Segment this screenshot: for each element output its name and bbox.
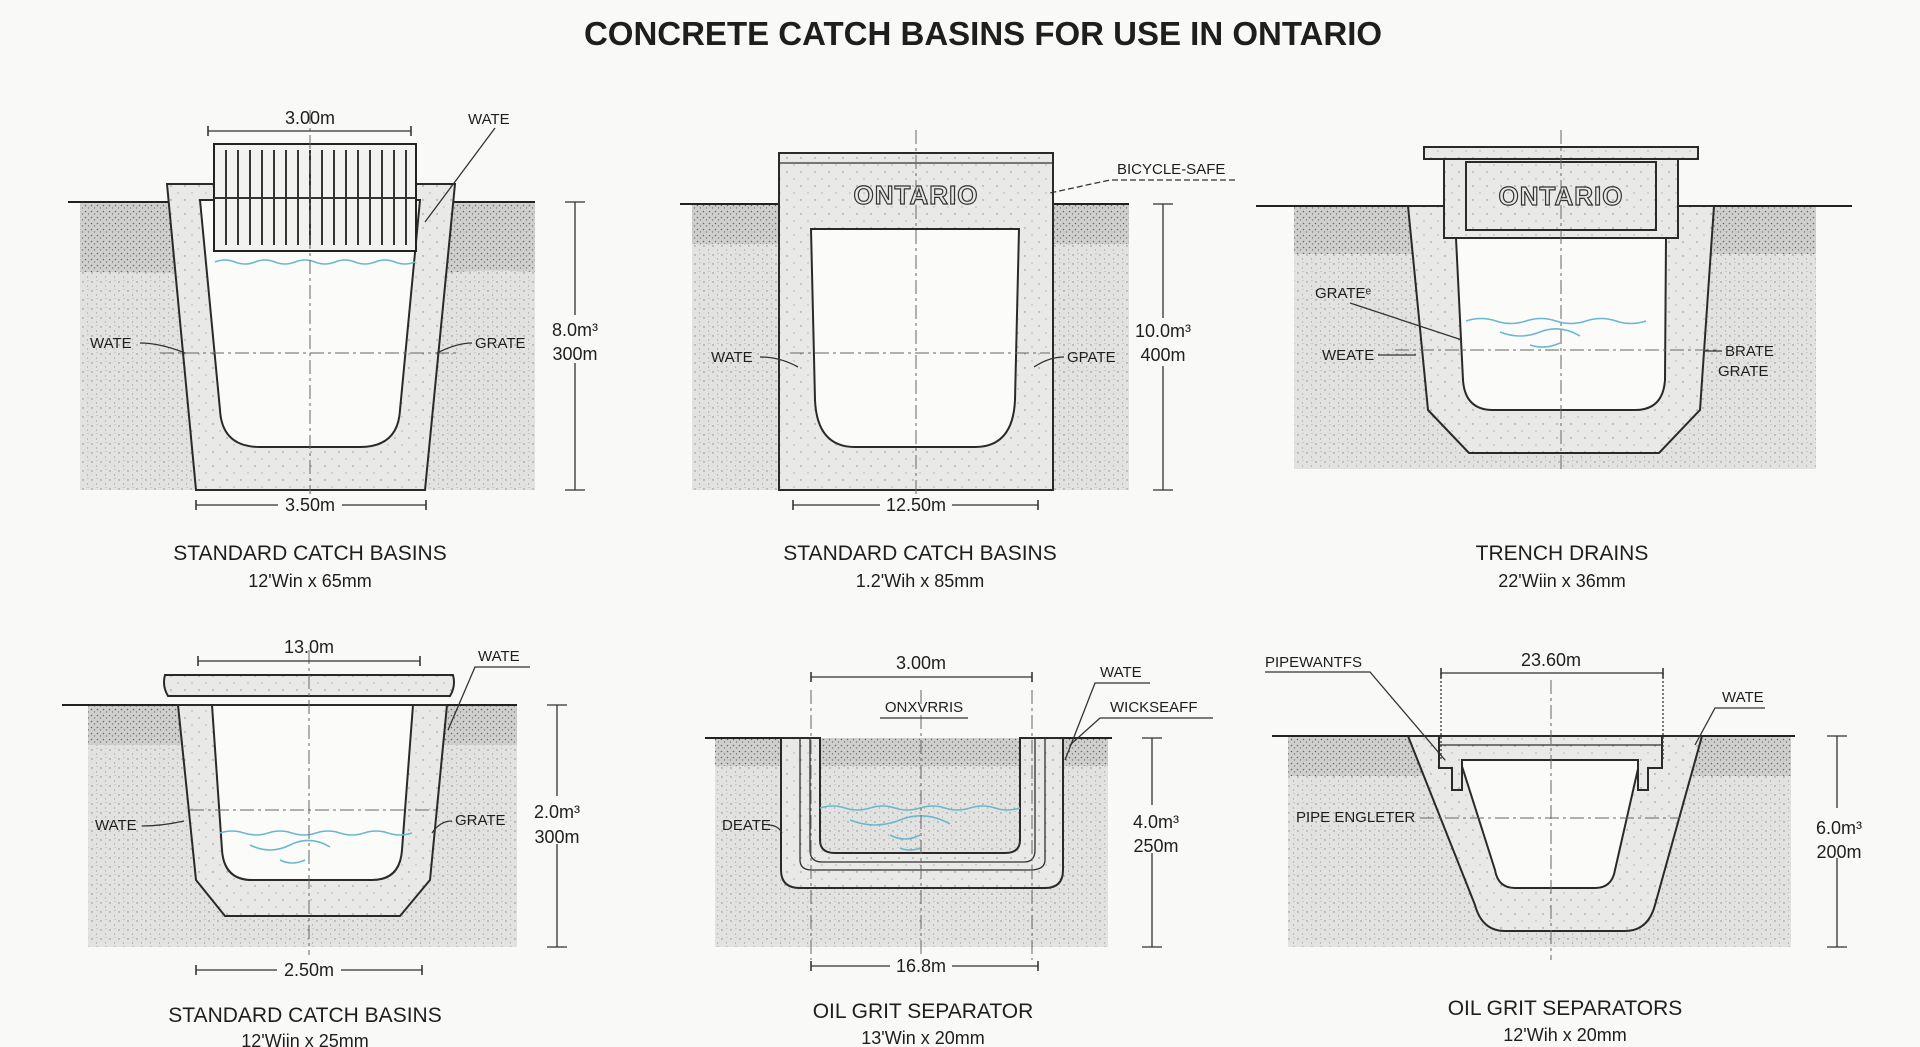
side-dimension-volume: 8.0m³ (552, 320, 598, 340)
page-title: CONCRETE CATCH BASINS FOR USE IN ONTARIO (584, 15, 1382, 52)
panel-caption: STANDARD CATCH BASINS (173, 542, 446, 565)
panel-subcaption: 13'Win x 20mm (861, 1028, 984, 1047)
label-right: GRATE (455, 812, 506, 829)
label-right-1: BRATE (1725, 343, 1774, 360)
label-right: GPATE (1067, 349, 1116, 366)
pipe-frame (1438, 735, 1663, 791)
panel-subcaption: 12'Win x 65mm (248, 571, 371, 591)
panel-oil-grit-separators: 23.60m PIPEWANTFS WATE 6.0m³ 200m PIPE E… (1265, 650, 1866, 1045)
label-left: WATE (95, 817, 137, 834)
inner-label: ONXVRRIS (885, 699, 963, 716)
callout-top-left: PIPEWANTFS (1265, 654, 1362, 671)
side-dimension-volume: 4.0m³ (1133, 812, 1179, 832)
top-dimension: 3.00m (896, 653, 946, 673)
basin-chamber (809, 228, 1021, 448)
panel-oil-grit-separator: 3.00m ONXVRRIS WATE WICKSEAFF 4.0m³ 250m… (705, 653, 1213, 1047)
panel-subcaption: 12'Wih x 20mm (1503, 1025, 1626, 1045)
water-line (1465, 317, 1647, 348)
callout-top: WATE (478, 648, 520, 665)
callout-top-1: WATE (1100, 664, 1142, 681)
panel-standard-catch-basin-3: 13.0m WATE 2.0m³ 300m 2.50m WATE GRATE S… (62, 637, 586, 1047)
water-line (214, 259, 416, 265)
callout-top: WATE (468, 111, 510, 128)
label-right-2: GRATE (1718, 363, 1769, 380)
panel-caption: STANDARD CATCH BASINS (168, 1004, 441, 1027)
panel-trench-drain: ONTARIO GRATEᵉ WEATE BRATE GRATE TRENCH … (1256, 130, 1852, 591)
side-dimension-depth: 200m (1816, 842, 1861, 862)
water-line (819, 805, 1021, 851)
side-dimension-depth: 300m (552, 344, 597, 364)
grate-icon (213, 143, 417, 252)
side-dimension-volume: 2.0m³ (534, 802, 580, 822)
basin-chamber (210, 704, 415, 881)
label-left: WATE (90, 335, 132, 352)
panel-standard-catch-basin-2: ONTARIO BICYCLE-SAFE 10.0m³ 400m 12.50m … (680, 130, 1235, 591)
panel-subcaption: 1.2'Wih x 85mm (856, 571, 984, 591)
bottom-dimension: 2.50m (284, 960, 334, 980)
bottom-dimension: 12.50m (886, 495, 946, 515)
label-left: DEATE (722, 817, 771, 834)
side-dimension-depth: 300m (534, 827, 579, 847)
side-dimension-depth: 400m (1140, 345, 1185, 365)
panel-standard-catch-basin-1: 3.00m WATE 8.0m³ 300m 3.50m WATE GRATE S… (68, 108, 602, 591)
side-dimension-volume: 10.0m³ (1135, 321, 1191, 341)
panel-caption: OIL GRIT SEPARATOR (813, 1000, 1034, 1023)
label-left-1: GRATEᵉ (1315, 285, 1372, 302)
panel-caption: STANDARD CATCH BASINS (783, 542, 1056, 565)
callout-top: BICYCLE-SAFE (1117, 161, 1225, 178)
side-dimension-volume: 6.0m³ (1816, 818, 1862, 838)
panel-caption: TRENCH DRAINS (1476, 542, 1649, 565)
bottom-dimension: 3.50m (285, 495, 335, 515)
panel-subcaption: 22'Wiin x 36mm (1498, 571, 1625, 591)
top-dimension: 23.60m (1521, 650, 1581, 670)
panel-caption: OIL GRIT SEPARATORS (1448, 997, 1683, 1020)
label-left: WATE (711, 349, 753, 366)
label-left-2: WEATE (1322, 347, 1374, 364)
callout-top-right: WATE (1722, 689, 1764, 706)
water-line (219, 830, 413, 864)
bottom-dimension: 16.8m (896, 956, 946, 976)
basin-chamber (1458, 759, 1642, 889)
callout-top-2: WICKSEAFF (1110, 699, 1198, 716)
label-left: PIPE ENGLETER (1296, 809, 1415, 826)
label-right: GRATE (475, 335, 526, 352)
side-dimension-depth: 250m (1133, 836, 1178, 856)
panel-subcaption: 12'Wiin x 25mm (241, 1031, 368, 1047)
top-dimension: 3.00m (285, 108, 335, 128)
top-dimension: 13.0m (284, 637, 334, 657)
